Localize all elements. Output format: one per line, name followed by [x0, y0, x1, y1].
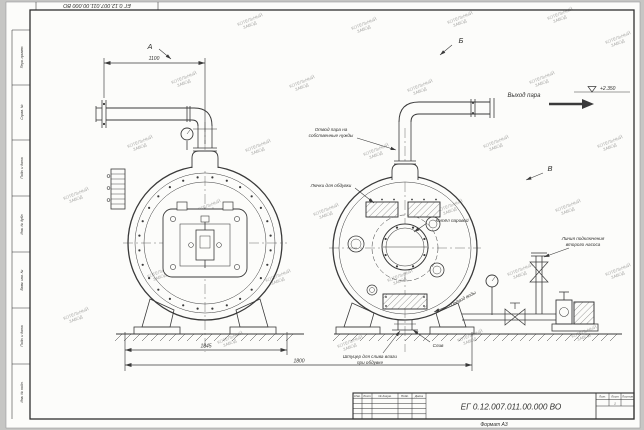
view-label-v: В: [547, 164, 552, 173]
boiler-front-view: [95, 100, 287, 352]
otvod-label-1: Отвод пара на: [315, 127, 348, 132]
bottom-door: [382, 293, 428, 310]
front-steam-pipe: [95, 100, 219, 168]
margin-label: Взам. инв. №: [20, 269, 24, 290]
front-door: [162, 201, 248, 278]
tb-sheet-value: 1: [614, 402, 616, 406]
valve-icon: [529, 261, 549, 283]
rear-steam-pipe: [391, 98, 495, 180]
pressure-gauge-icon: [485, 274, 499, 315]
steam-outlet-arrow: [549, 99, 594, 109]
tb-col-podp: Подп.: [401, 394, 409, 398]
margin-label: Инв. № дубл.: [20, 214, 24, 235]
tb-sheets: Листов: [621, 395, 633, 399]
kotel-label: Котёл паровой: [435, 217, 469, 223]
tb-col-data: Дата: [414, 394, 423, 398]
valve-icon: [504, 302, 526, 326]
boiler-rear-view: [329, 98, 495, 352]
margin-column: Перв. примен. Справ. № Подп. и дата Инв.…: [20, 46, 24, 403]
lyuchki-label: Лючки для обдувки: [310, 183, 352, 188]
margin-label: Подп. и дата: [20, 157, 24, 178]
pump-icon: [551, 291, 599, 332]
dimension-texts: 1100 1845 1800 +2.350 А Б В: [146, 36, 615, 365]
dim-bottom-total: 1800: [293, 359, 304, 365]
sheet: [5, 1, 641, 429]
ground: [114, 333, 622, 342]
front-left-fitting: [106, 168, 126, 210]
title-block-number: ЕГ 0.12.007.011.00.000 ВО: [461, 403, 562, 412]
sliv-label: Слив: [433, 343, 444, 348]
level-mark-value: +2.350: [600, 86, 616, 92]
margin-label: Инв. № подл.: [20, 381, 24, 402]
otvod-label-2: собственные нужды: [309, 133, 354, 138]
drawing-frame: [11, 2, 635, 420]
margin-label: Перв. примен.: [20, 46, 24, 69]
pressure-gauge-icon: [180, 127, 194, 150]
shtucer-label-2: при обдувке: [357, 360, 383, 365]
liniya-label-2: второго насоса: [566, 242, 601, 247]
pump-unit: [462, 252, 599, 332]
dimensions: [103, 44, 630, 371]
view-label-b: Б: [459, 36, 464, 45]
tb-col-list: Лист: [362, 394, 371, 398]
liniya-label-1: Линия подключения: [561, 236, 605, 241]
tb-col-dokum: № докум.: [378, 394, 391, 398]
hand-holes: [347, 216, 445, 296]
blowoff-hatches: [365, 198, 441, 218]
tb-sheet: Лист: [610, 395, 619, 399]
dim-top: 1100: [149, 56, 160, 62]
front-flange-bolts: [138, 176, 272, 310]
tb-col-izm: Изм.: [354, 394, 361, 398]
manhole-bolts: [384, 226, 426, 268]
format-label: Формат А3: [480, 422, 508, 428]
margin-label: Справ. №: [20, 104, 24, 120]
dim-bottom-width: 1845: [200, 344, 211, 350]
shtucer-label-1: Штуцер для слива влаги: [343, 354, 397, 359]
tb-lit: Лит.: [598, 395, 606, 399]
margin-label: Подп. и дата: [20, 325, 24, 346]
doc-number-rotated: ЕГ 0.12.007.011.00.000 ВО: [62, 2, 130, 8]
view-label-a: А: [146, 42, 152, 51]
title-block: Изм. Лист № докум. Подп. Дата Лит. Лист …: [352, 392, 635, 420]
annotation-leaders: [354, 137, 570, 354]
steam-out-label: Выход пара: [508, 93, 542, 99]
